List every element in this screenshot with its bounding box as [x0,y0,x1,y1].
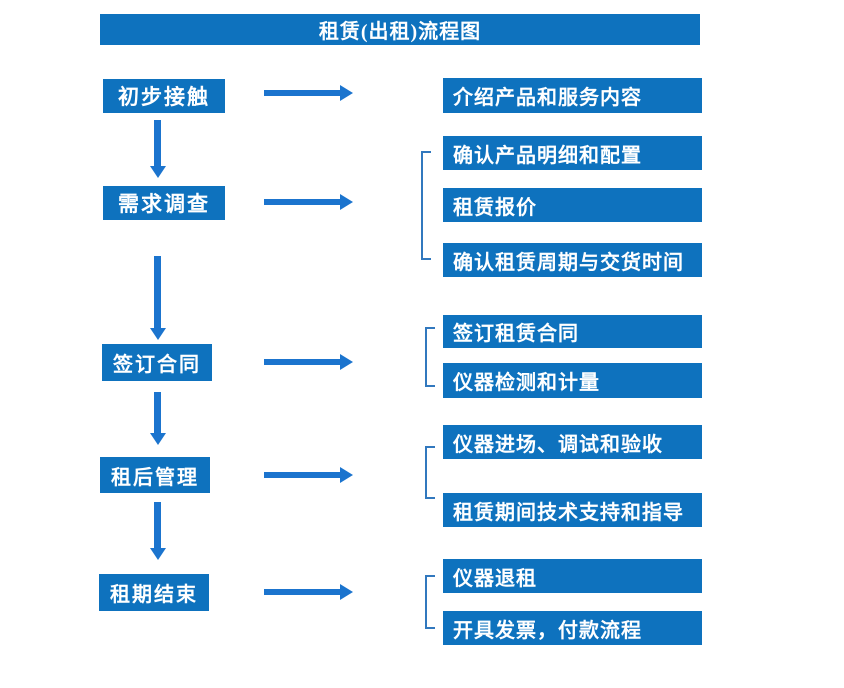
right-arrow-4 [264,467,353,483]
arrow-head-icon [340,194,353,210]
detail-box-tech-support: 租赁期间技术支持和指导 [443,493,702,527]
group-bracket-rental-end [425,575,435,629]
arrow-stem [154,120,161,167]
diagram-title: 租赁(出租)流程图 [318,21,482,43]
step-box-sign-contract: 签订合同 [102,344,212,381]
detail-box-invoice-payment: 开具发票，付款流程 [443,611,702,645]
arrow-shaft [264,359,341,365]
step-box-rental-end: 租期结束 [99,574,209,611]
right-arrow-2 [264,194,353,210]
down-arrow-1 [150,120,166,178]
detail-box-confirm-period: 确认租赁周期与交货时间 [443,243,702,277]
group-bracket-sign-contract [425,327,435,387]
group-bracket-demand-survey [421,151,431,260]
detail-box-instrument-testing: 仪器检测和计量 [443,363,702,398]
arrow-head-icon [150,166,166,178]
arrow-stem [154,392,161,434]
arrow-stem [154,502,161,549]
arrow-head-icon [340,467,353,483]
arrow-head-icon [340,584,353,600]
arrow-head-icon [340,354,353,370]
arrow-head-icon [150,328,166,340]
step-box-demand-survey: 需求调查 [103,186,225,220]
detail-box-sign-rental-contract: 签订租赁合同 [443,315,702,348]
down-arrow-2 [150,256,166,340]
right-arrow-5 [264,584,353,600]
arrow-shaft [264,199,341,205]
diagram-title-bar: 租赁(出租)流程图 [100,14,700,45]
arrow-head-icon [150,548,166,560]
arrow-shaft [264,472,341,478]
step-box-post-rental-management: 租后管理 [100,457,210,493]
group-bracket-post-rental-management [425,446,435,499]
detail-box-instrument-return: 仪器退租 [443,559,702,593]
arrow-stem [154,256,161,329]
detail-box-introduce-products: 介绍产品和服务内容 [443,78,702,113]
detail-box-confirm-details: 确认产品明细和配置 [443,136,702,170]
down-arrow-4 [150,502,166,560]
arrow-head-icon [150,433,166,445]
arrow-shaft [264,589,341,595]
right-arrow-3 [264,354,353,370]
detail-box-rental-quotation: 租赁报价 [443,188,702,222]
detail-box-instrument-setup: 仪器进场、调试和验收 [443,425,702,459]
arrow-shaft [264,90,341,96]
arrow-head-icon [340,85,353,101]
right-arrow-1 [264,85,353,101]
down-arrow-3 [150,392,166,445]
step-box-initial-contact: 初步接触 [103,79,225,113]
